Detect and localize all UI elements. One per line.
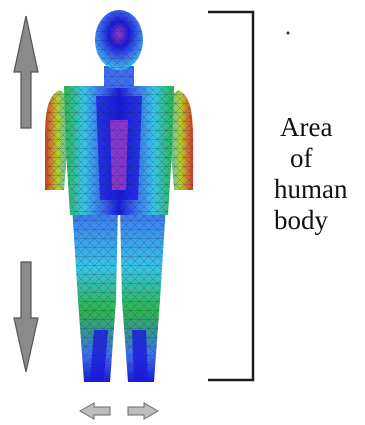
label-line-3: human <box>268 174 364 205</box>
arrow-right-icon <box>128 403 158 419</box>
area-label: Area of human body <box>268 112 364 236</box>
arrow-down-icon <box>14 262 38 372</box>
label-line-1: Area <box>268 112 364 143</box>
human-figure <box>45 10 193 382</box>
torso <box>64 86 174 215</box>
arrow-up-icon <box>14 16 38 128</box>
head <box>95 10 143 70</box>
label-line-4: body <box>268 205 364 236</box>
speck <box>287 32 290 35</box>
legs <box>72 205 166 382</box>
label-line-2: of <box>268 143 364 174</box>
arrow-left-icon <box>80 403 110 419</box>
bracket <box>208 12 253 380</box>
